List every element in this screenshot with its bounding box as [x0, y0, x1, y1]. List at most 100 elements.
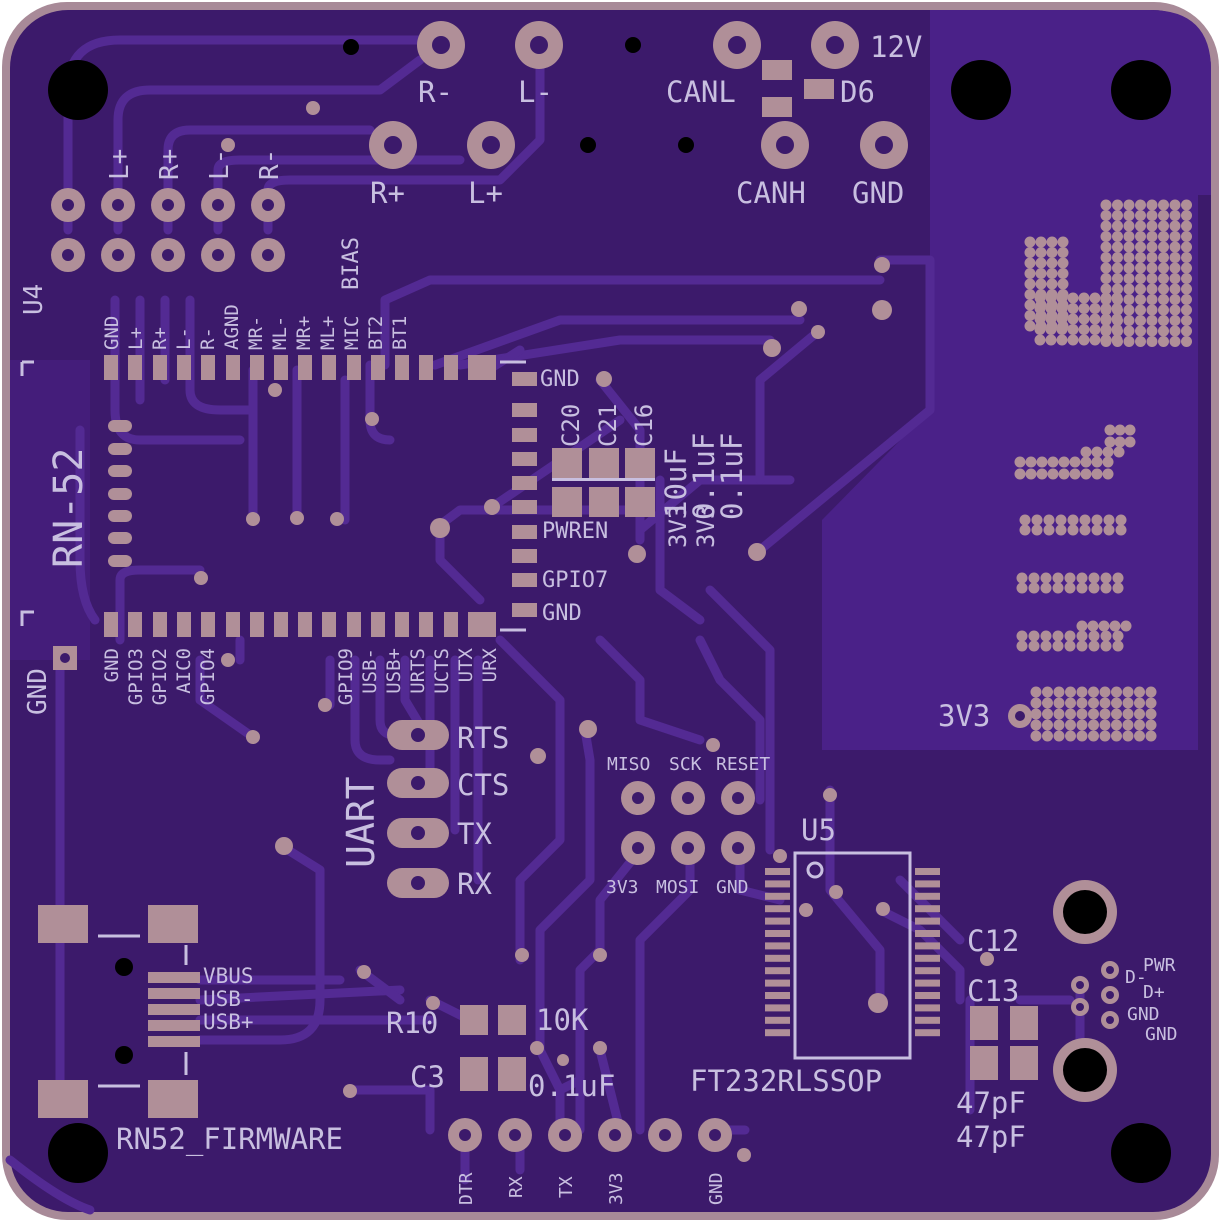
rf-via [1158, 241, 1169, 253]
top-pin-label: MR- [245, 316, 267, 350]
rf-via [1035, 289, 1047, 300]
rf-via [1123, 231, 1135, 242]
rf-via [1100, 303, 1112, 314]
rf-via [1146, 262, 1158, 274]
rf-via [1028, 582, 1040, 594]
rf-via [1122, 697, 1134, 709]
rf-via [1016, 630, 1028, 642]
rf-via [1035, 268, 1047, 279]
rf-via [1100, 334, 1112, 346]
bottom-pin-label: GPIO2 [149, 648, 171, 705]
rf-via [1158, 220, 1169, 232]
label-canh: CANH [736, 176, 806, 210]
rf-via [1028, 572, 1040, 584]
label-uart-rx: RX [457, 867, 492, 901]
label-rn52: RN-52 [46, 448, 92, 568]
rf-via [1089, 303, 1101, 314]
rf-via [1046, 268, 1058, 279]
ssop-pad [765, 930, 790, 937]
rf-via [1146, 304, 1158, 316]
label-c13: C13 [967, 974, 1019, 1008]
terminal-pads [369, 21, 908, 169]
label-hdr-r-plus: R+ [155, 149, 185, 180]
usb-silk [98, 934, 188, 1088]
bottom-pin-label: GND [101, 648, 123, 682]
rf-via [1053, 686, 1065, 698]
rf-via [1057, 310, 1069, 321]
label-val-3v3-a: 3V3 [664, 505, 692, 548]
rf-via [1046, 278, 1058, 290]
rf-via [1115, 514, 1127, 526]
rf-via [1169, 241, 1181, 253]
rf-via [1123, 210, 1135, 221]
rf-via [1053, 730, 1065, 742]
rf-via [1053, 719, 1065, 731]
label-spk-l-minus: L- [518, 75, 553, 109]
label-gnd-left: GND [23, 668, 53, 715]
rf-via [1123, 241, 1135, 253]
rf-via [1064, 630, 1076, 642]
rf-via [1030, 719, 1042, 731]
rf-via [1146, 336, 1158, 347]
rf-via [1123, 283, 1135, 295]
rf-via [1088, 572, 1100, 584]
rf-via [1024, 257, 1036, 269]
rf-via [1046, 289, 1058, 300]
rf-via [1181, 220, 1192, 232]
label-u4: U4 [19, 284, 49, 315]
label-pin-gnd-r: GND [540, 367, 580, 392]
rf-via [1134, 719, 1145, 731]
rf-via [1064, 572, 1076, 584]
rf-via [1123, 220, 1135, 232]
rf-via [1088, 630, 1100, 642]
rf-via [1158, 231, 1169, 242]
label-pin-gnd-r2: GND [542, 601, 582, 626]
label-vbus: VBUS [203, 964, 254, 988]
rf-via [1104, 436, 1116, 448]
label-u5: U5 [801, 813, 836, 847]
rn52-top-pads [104, 355, 496, 380]
rf-via [1040, 572, 1052, 584]
label-uart-rts: RTS [457, 721, 509, 755]
rf-via [1067, 313, 1079, 325]
rf-via [1024, 299, 1036, 311]
top-pin-label: BT1 [389, 316, 411, 350]
rf-via [1158, 294, 1169, 305]
rf-via [1181, 304, 1192, 316]
label-usb-pwr: PWR [1143, 955, 1176, 976]
rf-via [1146, 283, 1158, 295]
rf-via [1067, 292, 1079, 304]
ssop-pad [915, 880, 940, 888]
rf-via [1088, 708, 1099, 720]
label-val-3v3-b: 3V3 [692, 505, 720, 548]
rf-via [1088, 640, 1100, 652]
top-pin-label: MIC [341, 316, 363, 350]
rf-via [1134, 730, 1145, 742]
rf-via [1024, 268, 1036, 279]
rf-via [1146, 199, 1158, 211]
label-hdr-l-plus: L+ [105, 149, 135, 180]
label-c13-val: 47pF [956, 1120, 1026, 1154]
rf-via [1030, 708, 1042, 720]
label-c12-val: 47pF [956, 1086, 1026, 1120]
rf-via [1123, 294, 1135, 305]
rf-via [1145, 697, 1157, 709]
bottom-pin-label: USB+ [383, 648, 405, 694]
rf-via [1046, 310, 1058, 321]
rf-via [1076, 640, 1088, 652]
rf-via [1035, 320, 1047, 332]
rf-via [1065, 697, 1076, 709]
rf-via [1146, 231, 1158, 242]
rf-via [1087, 620, 1099, 632]
top-pin-label: BT2 [365, 316, 387, 350]
rf-via [1046, 299, 1058, 311]
label-hdr-l-minus: L- [205, 149, 235, 180]
rf-via [1112, 640, 1124, 652]
rf-via [1100, 241, 1112, 253]
rf-via [1067, 334, 1079, 346]
ssop-pad [765, 880, 790, 888]
rf-via [1169, 336, 1181, 347]
rf-via [1100, 324, 1112, 335]
rf-via [1034, 334, 1046, 346]
rf-via [1042, 697, 1053, 709]
